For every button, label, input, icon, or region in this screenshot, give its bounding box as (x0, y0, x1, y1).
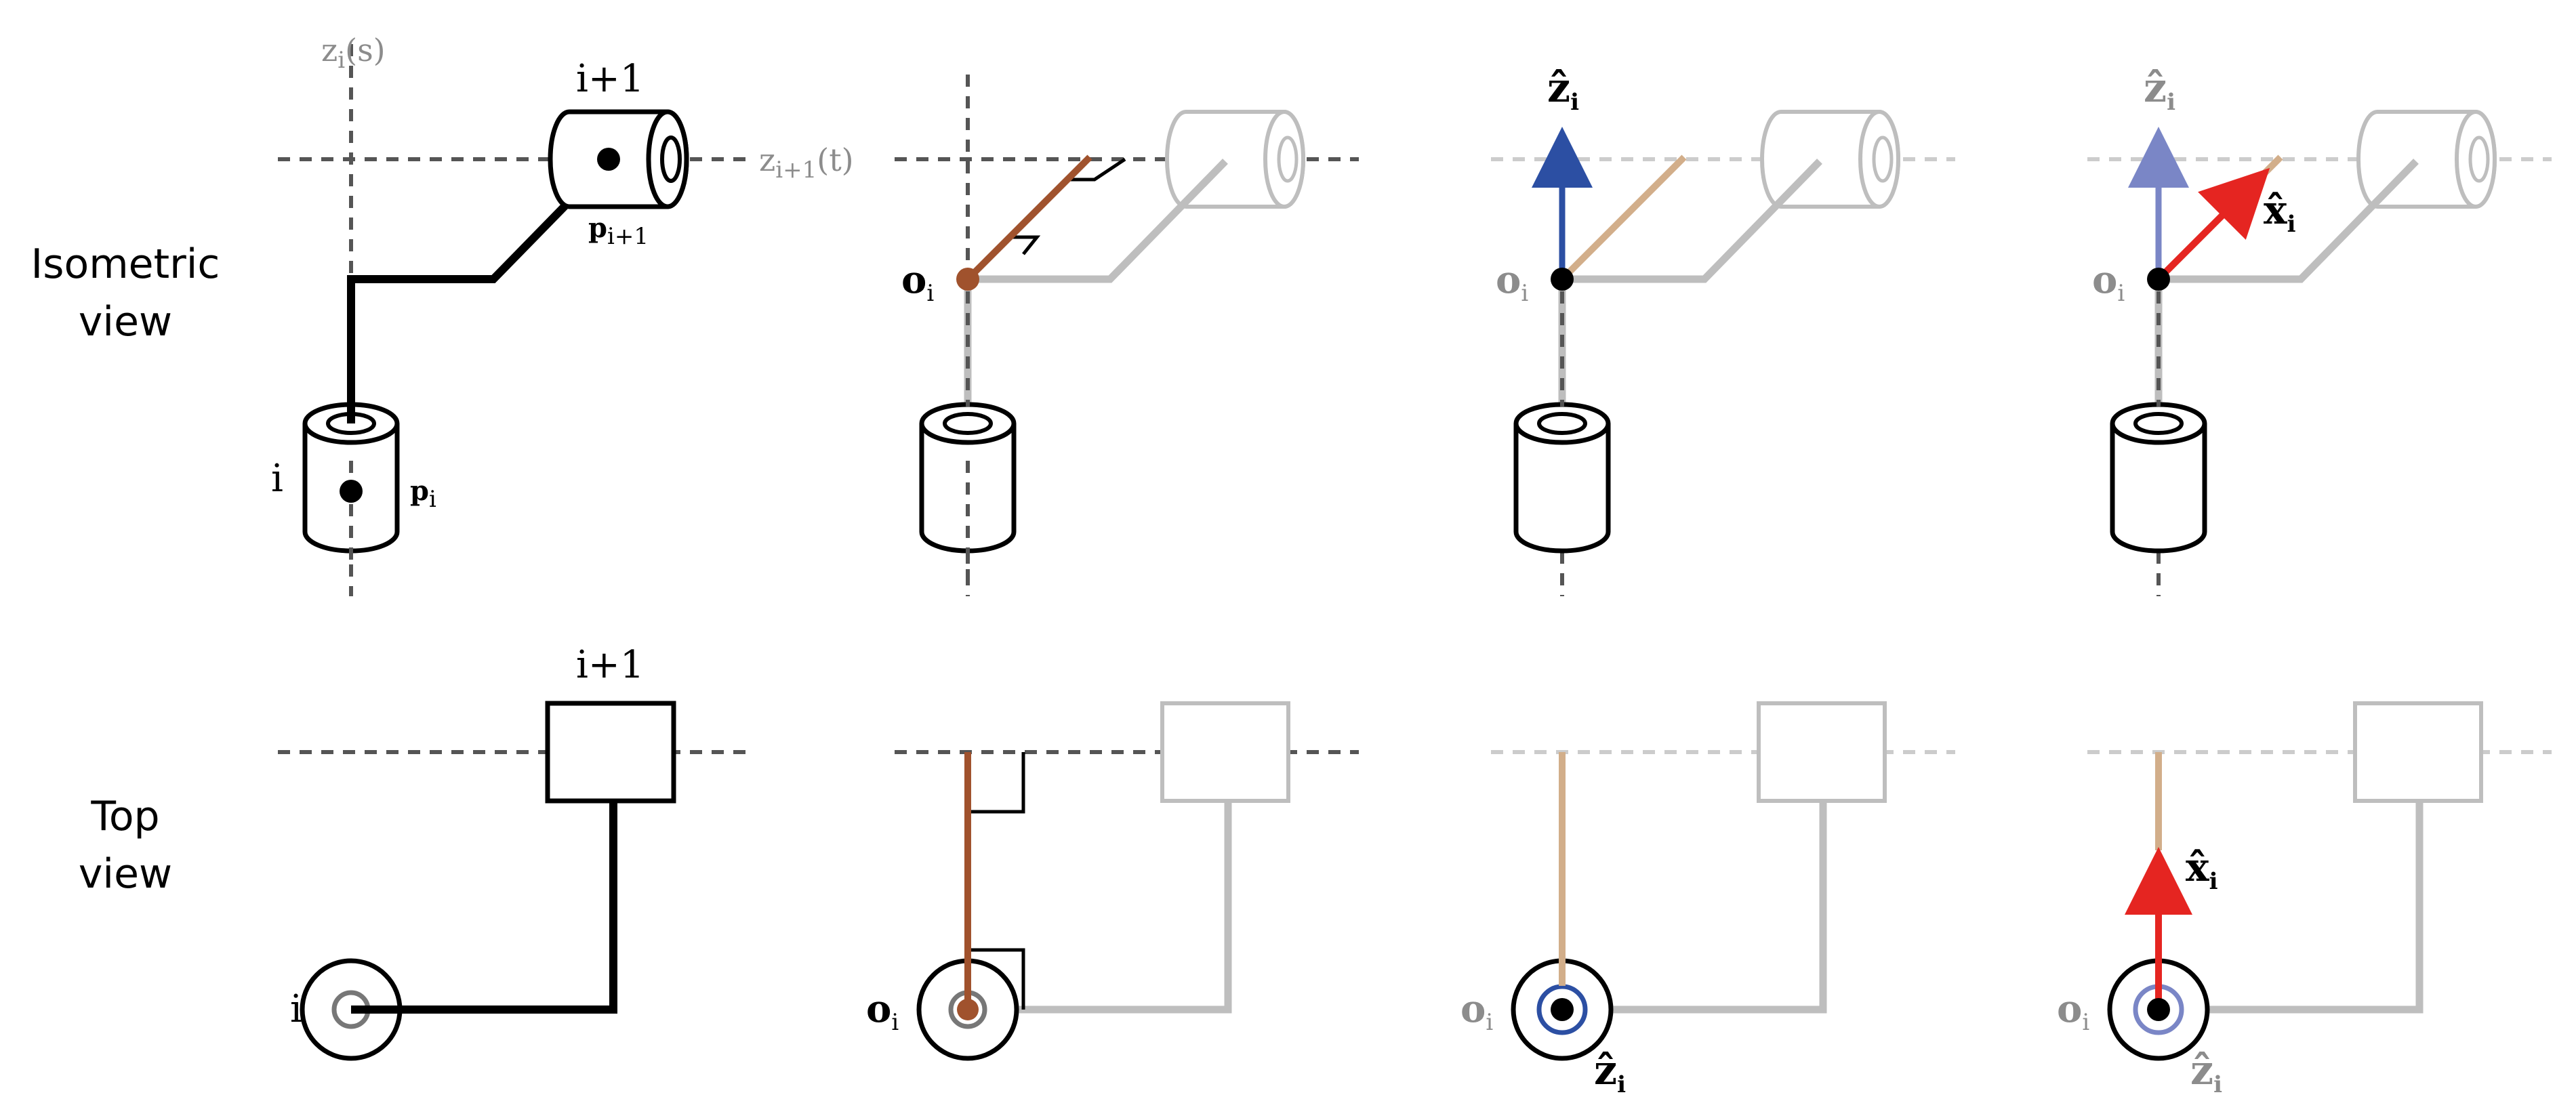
o-i-label: oi (1496, 257, 1528, 307)
panel-1-isometric: zi(s) zi+1(t) i pi i+1 pi+1 (271, 32, 854, 596)
joint-i1-box (545, 701, 676, 804)
z-axis-i-label: zi(s) (321, 32, 386, 74)
o-i-label-top: oi (1460, 987, 1493, 1036)
row-label-isometric: Isometric (31, 241, 220, 288)
o-i-label-top: oi (866, 987, 899, 1036)
o-i-label: oi (901, 257, 934, 307)
row-label-top: Top (90, 793, 159, 840)
joint-i1-label-top: i+1 (576, 643, 644, 687)
x-hat-label-top: x̂i (2186, 844, 2218, 895)
panel-3-top: oi ẑi (1460, 701, 1955, 1098)
z-hat-label: ẑi (1547, 64, 1579, 116)
o-i-label: oi (2092, 257, 2125, 307)
row-label-top-view: view (79, 850, 172, 898)
joint-i1-label: i+1 (576, 57, 644, 101)
panel-1-top: i i+1 (278, 643, 745, 1061)
x-hat-label: x̂i (2264, 187, 2296, 238)
x-hat-arrow (2156, 167, 2270, 282)
o-i-label-top: oi (2057, 987, 2089, 1036)
z-axis-i1-label: zi+1(t) (759, 142, 854, 184)
joint-i-label-top: i (290, 987, 302, 1031)
common-normal (965, 154, 1092, 282)
panel-4-top: x̂i oi ẑi (2057, 701, 2552, 1098)
panel-2-isometric: oi (895, 75, 1359, 596)
z-hat-label: ẑi (2144, 64, 2175, 116)
link-i (347, 158, 612, 423)
z-hat-out-of-page (1536, 984, 1588, 1035)
p-i1-label: pi+1 (588, 212, 649, 250)
origin-o-i (2147, 268, 2170, 291)
joint-i-label: i (271, 457, 283, 501)
z-hat-label-top: ẑi (1594, 1047, 1626, 1098)
point-p-i (340, 480, 363, 503)
panel-4-isometric: ẑi x̂i oi (2087, 64, 2552, 596)
origin-o-i (1551, 268, 1574, 291)
origin-o-i (956, 268, 979, 291)
z-hat-label-top: ẑi (2190, 1047, 2222, 1098)
point-p-i1 (597, 148, 620, 171)
p-i-label: pi (410, 475, 436, 513)
row-label-view: view (79, 298, 172, 346)
panel-2-top: oi (866, 701, 1359, 1061)
panel-3-isometric: ẑi oi (1491, 64, 1955, 596)
